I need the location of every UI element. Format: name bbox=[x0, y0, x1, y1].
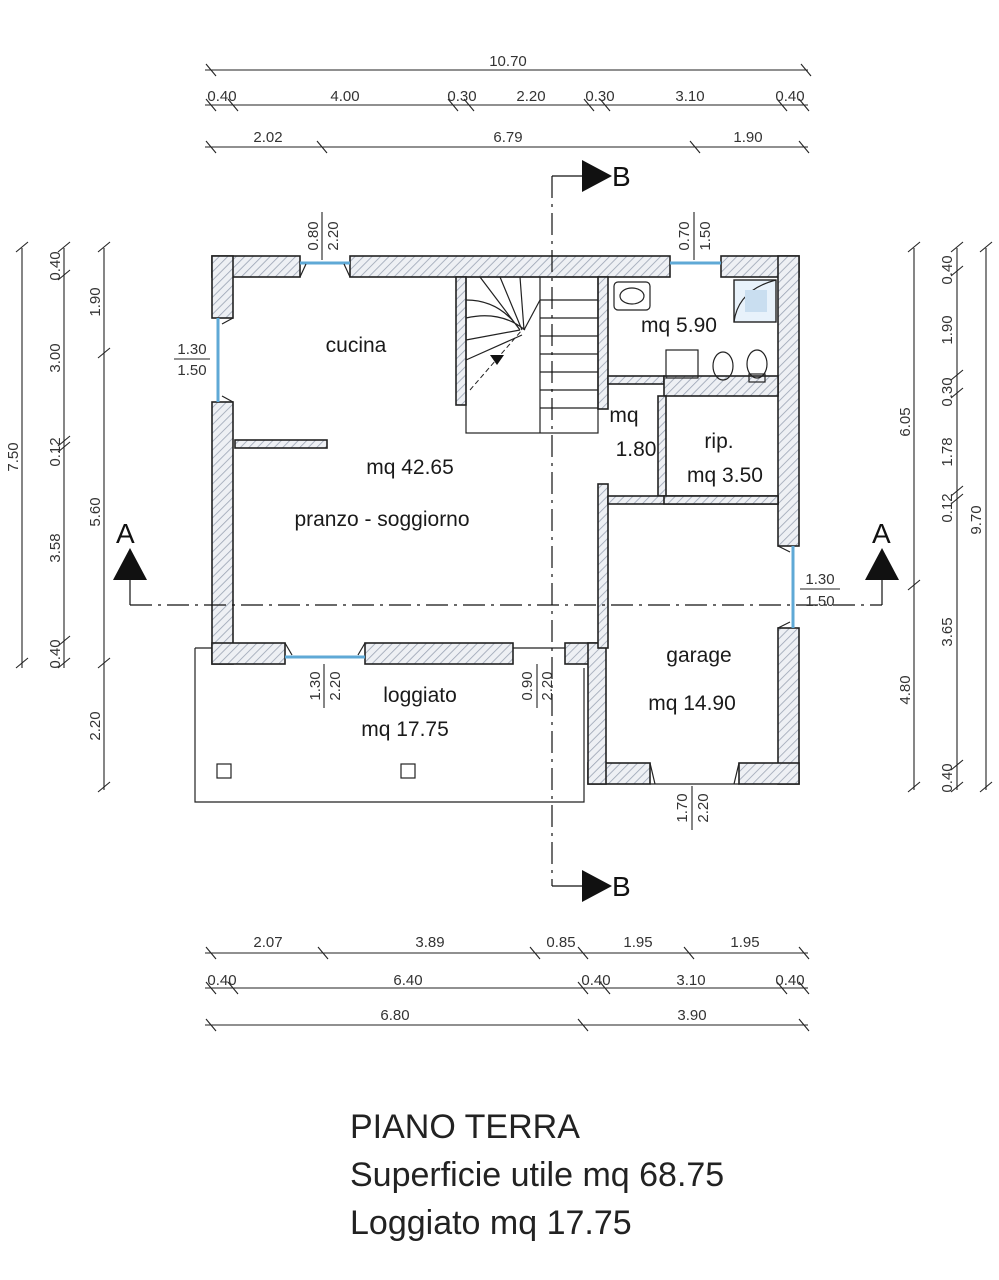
dim-top-row2: 2.20 bbox=[516, 88, 545, 105]
dim-bottom-row1: 1.95 bbox=[623, 934, 652, 951]
dim-top-row2: 0.40 bbox=[775, 88, 804, 105]
room-garage-area: mq 14.90 bbox=[648, 692, 736, 715]
section-a-left: A bbox=[116, 518, 135, 549]
dim-right-inner: 0.30 bbox=[939, 377, 956, 406]
dim-left-inner: 0.40 bbox=[47, 251, 64, 280]
dim-top-row3: 2.02 bbox=[253, 129, 282, 146]
dim-left-outer: 1.90 bbox=[87, 287, 104, 316]
dim-bottom-row2: 6.40 bbox=[393, 972, 422, 989]
top-dimension-chains: 10.70 0.40 4.00 0.30 2.20 0.30 3.10 0.40… bbox=[205, 53, 812, 154]
bottom-dimension-chains: 2.07 3.89 0.85 1.95 1.95 0.40 6.40 0.40 … bbox=[205, 934, 810, 1032]
dim-top-row2: 0.30 bbox=[585, 88, 614, 105]
dim-bottom-row2: 0.40 bbox=[775, 972, 804, 989]
opening-kitchen-left: 1.50 bbox=[177, 362, 206, 379]
room-loggiato-name: loggiato bbox=[383, 684, 457, 707]
dim-left-inner: 3.00 bbox=[47, 343, 64, 372]
dim-left-outer: 2.20 bbox=[87, 711, 104, 740]
dim-bottom-row1: 1.95 bbox=[730, 934, 759, 951]
dim-right-inner: 0.40 bbox=[939, 763, 956, 792]
dim-bottom-row2: 0.40 bbox=[207, 972, 236, 989]
room-hall-area: 1.80 bbox=[616, 438, 657, 461]
title-loggia: Loggiato mq 17.75 bbox=[350, 1204, 632, 1242]
room-labels: cucina mq 42.65 pranzo - soggiorno mq 5.… bbox=[294, 314, 763, 741]
opening-kitchen-top: 2.20 bbox=[325, 221, 342, 250]
dim-right-inner: 1.78 bbox=[939, 437, 956, 466]
dim-top-total: 10.70 bbox=[489, 53, 527, 70]
opening-entry-bottom: 0.90 bbox=[519, 671, 536, 700]
title-floor: PIANO TERRA bbox=[350, 1108, 580, 1146]
opening-bath-top: 0.70 bbox=[676, 221, 693, 250]
dim-top-row2: 4.00 bbox=[330, 88, 359, 105]
title-block: PIANO TERRA Superficie utile mq 68.75 Lo… bbox=[350, 1108, 724, 1242]
section-lines: A A B B bbox=[113, 160, 899, 902]
bath-fixtures bbox=[613, 279, 777, 383]
openings bbox=[216, 261, 795, 785]
opening-kitchen-top: 0.80 bbox=[305, 221, 322, 250]
dim-right-inner: 0.12 bbox=[939, 493, 956, 522]
dim-right-total: 9.70 bbox=[968, 505, 985, 534]
loggia-outline bbox=[194, 647, 585, 803]
dim-top-row2: 0.40 bbox=[207, 88, 236, 105]
dim-left-inner: 0.40 bbox=[47, 639, 64, 668]
dim-bottom-row1: 0.85 bbox=[546, 934, 575, 951]
room-hall-mq: mq bbox=[609, 404, 638, 427]
dim-bottom-row3: 3.90 bbox=[677, 1007, 706, 1024]
room-rip-area: mq 3.50 bbox=[687, 464, 763, 487]
room-living-name: pranzo - soggiorno bbox=[294, 508, 469, 531]
room-garage-name: garage bbox=[666, 644, 731, 667]
opening-garage-right: 1.50 bbox=[805, 593, 834, 610]
opening-garage-bottom: 1.70 bbox=[674, 793, 691, 822]
walls bbox=[211, 255, 800, 785]
dim-left-inner: 3.58 bbox=[47, 533, 64, 562]
dim-bottom-row2: 0.40 bbox=[581, 972, 610, 989]
room-living-area: mq 42.65 bbox=[366, 456, 454, 479]
dim-bottom-row1: 3.89 bbox=[415, 934, 444, 951]
left-dimension-chains: 7.50 0.40 3.00 0.12 3.58 0.40 1.90 5.60 … bbox=[5, 241, 111, 793]
room-bath-area: mq 5.90 bbox=[641, 314, 717, 337]
title-surface: Superficie utile mq 68.75 bbox=[350, 1156, 724, 1194]
dim-right-inner: 1.90 bbox=[939, 315, 956, 344]
opening-garage-right: 1.30 bbox=[805, 571, 834, 588]
dim-left-inner: 0.12 bbox=[47, 437, 64, 466]
dim-top-row3: 1.90 bbox=[733, 129, 762, 146]
dim-left-outer: 5.60 bbox=[87, 497, 104, 526]
dim-right-inner: 3.65 bbox=[939, 617, 956, 646]
dim-bottom-row2: 3.10 bbox=[676, 972, 705, 989]
dim-right-mid: 4.80 bbox=[897, 675, 914, 704]
opening-entry-bottom: 2.20 bbox=[539, 671, 556, 700]
dim-top-row2: 3.10 bbox=[675, 88, 704, 105]
room-rip-name: rip. bbox=[704, 430, 733, 453]
opening-living-bottom: 2.20 bbox=[327, 671, 344, 700]
room-loggiato-area: mq 17.75 bbox=[361, 718, 449, 741]
dim-right-mid: 6.05 bbox=[897, 407, 914, 436]
opening-garage-bottom: 2.20 bbox=[695, 793, 712, 822]
dim-left-total: 7.50 bbox=[5, 442, 22, 471]
right-dimension-chains: 0.40 1.90 0.30 1.78 0.12 3.65 0.40 6.05 … bbox=[897, 241, 993, 793]
dim-top-row2: 0.30 bbox=[447, 88, 476, 105]
opening-living-bottom: 1.30 bbox=[307, 671, 324, 700]
room-cucina: cucina bbox=[326, 334, 387, 357]
section-b-top: B bbox=[612, 161, 631, 192]
opening-bath-top: 1.50 bbox=[697, 221, 714, 250]
dim-right-inner: 0.40 bbox=[939, 255, 956, 284]
opening-dimensions: 0.80 2.20 1.30 1.50 0.70 1.50 1.30 1.50 … bbox=[174, 212, 840, 830]
section-b-bottom: B bbox=[612, 871, 631, 902]
section-a-right: A bbox=[872, 518, 891, 549]
staircase bbox=[465, 276, 599, 434]
opening-kitchen-left: 1.30 bbox=[177, 341, 206, 358]
dim-bottom-row1: 2.07 bbox=[253, 934, 282, 951]
dim-bottom-row3: 6.80 bbox=[380, 1007, 409, 1024]
dim-top-row3: 6.79 bbox=[493, 129, 522, 146]
